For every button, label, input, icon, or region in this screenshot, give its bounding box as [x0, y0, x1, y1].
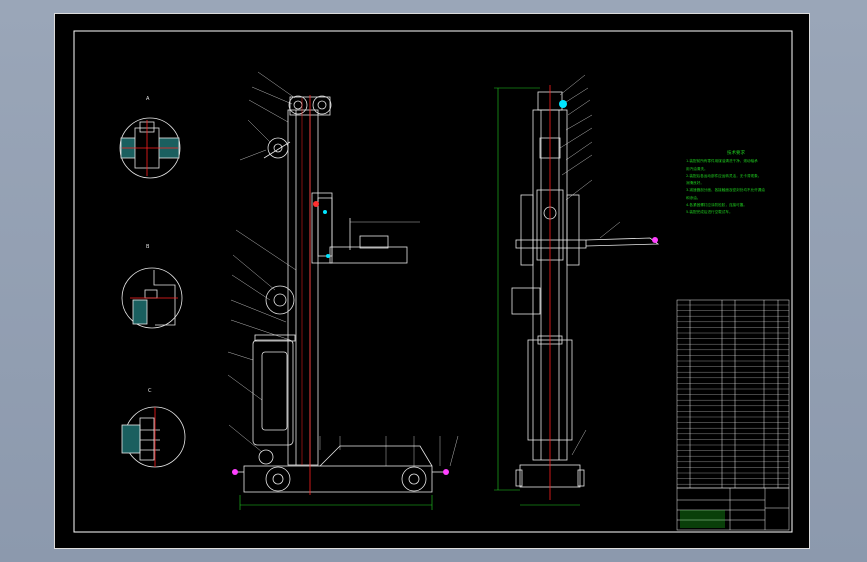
side-view [494, 74, 660, 506]
front-view [227, 71, 459, 510]
tech-note-line: 用汽油清洗。 [686, 166, 708, 171]
tech-note-line: 2.装配后各运动部件应运转灵活，无卡滞现象。 [686, 173, 762, 178]
svg-text:B: B [146, 244, 150, 250]
inner-frame [73, 30, 793, 533]
detail-view-a: A [119, 96, 181, 179]
tech-note-line: 3.减速器剖分面、各接触面及密封处均不允许漏油 [686, 188, 765, 193]
technical-requirements: 技术要求 1.装配前所有零件用煤油清洗干净，滚动轴承 用汽油清洗。 2.装配后各… [686, 150, 786, 217]
tech-note-line: 4.各紧固螺钉应涂防松胶，连接可靠。 [686, 203, 747, 208]
tech-note-line: 1.装配前所有零件用煤油清洗干净，滚动轴承 [686, 159, 758, 164]
detail-view-b: B [121, 244, 183, 329]
technical-requirements-title: 技术要求 [727, 151, 745, 156]
detail-view-c: C [121, 388, 186, 468]
tech-note-line: 5.装配完成后进行空载试车。 [686, 210, 733, 215]
svg-text:C: C [148, 388, 152, 394]
tech-note-line: 润滑良好。 [686, 181, 704, 186]
parts-list-table [676, 299, 790, 531]
svg-text:A: A [146, 96, 150, 102]
tech-note-line: 和渗油。 [686, 195, 701, 200]
drawing-sheet [54, 13, 810, 549]
